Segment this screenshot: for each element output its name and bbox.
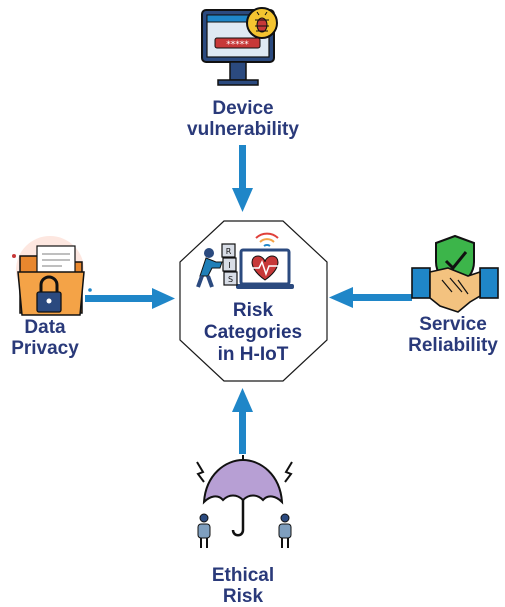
svg-text:I: I [228,261,230,270]
locked-folder-icon [12,236,92,316]
ethical-risk-label: Ethical Risk [195,565,291,607]
arrow-top [232,145,253,212]
ethical-label-line2: Risk [222,586,264,607]
device-label-line1: Device [212,98,274,119]
svg-text:R: R [226,247,232,256]
data-privacy-label: Data Privacy [10,317,80,359]
center-title-line1: Risk [232,300,274,321]
arrow-bottom [232,388,253,454]
svg-text:S: S [228,275,233,284]
risk-heart-laptop-icon: R I S [196,232,294,289]
center-title: Risk Categories in H-IoT [193,300,313,366]
center-title-line3: in H-IoT [217,344,289,365]
service-label-line1: Service [419,314,487,335]
arrow-left [85,288,175,309]
arrow-right [329,287,412,308]
umbrella-people-icon [196,455,293,548]
device-vulnerability-label: Device vulnerability [183,98,303,140]
service-label-line2: Reliability [408,335,498,356]
privacy-label-line2: Privacy [11,338,79,359]
service-reliability-label: Service Reliability [405,314,501,356]
handshake-shield-icon [411,234,499,313]
device-label-line2: vulnerability [187,119,299,140]
center-title-line2: Categories [203,322,303,343]
monitor-bug-icon: ***** [201,7,278,86]
svg-text:*****: ***** [226,40,249,50]
privacy-label-line1: Data [24,317,66,338]
ethical-label-line1: Ethical [211,565,275,586]
